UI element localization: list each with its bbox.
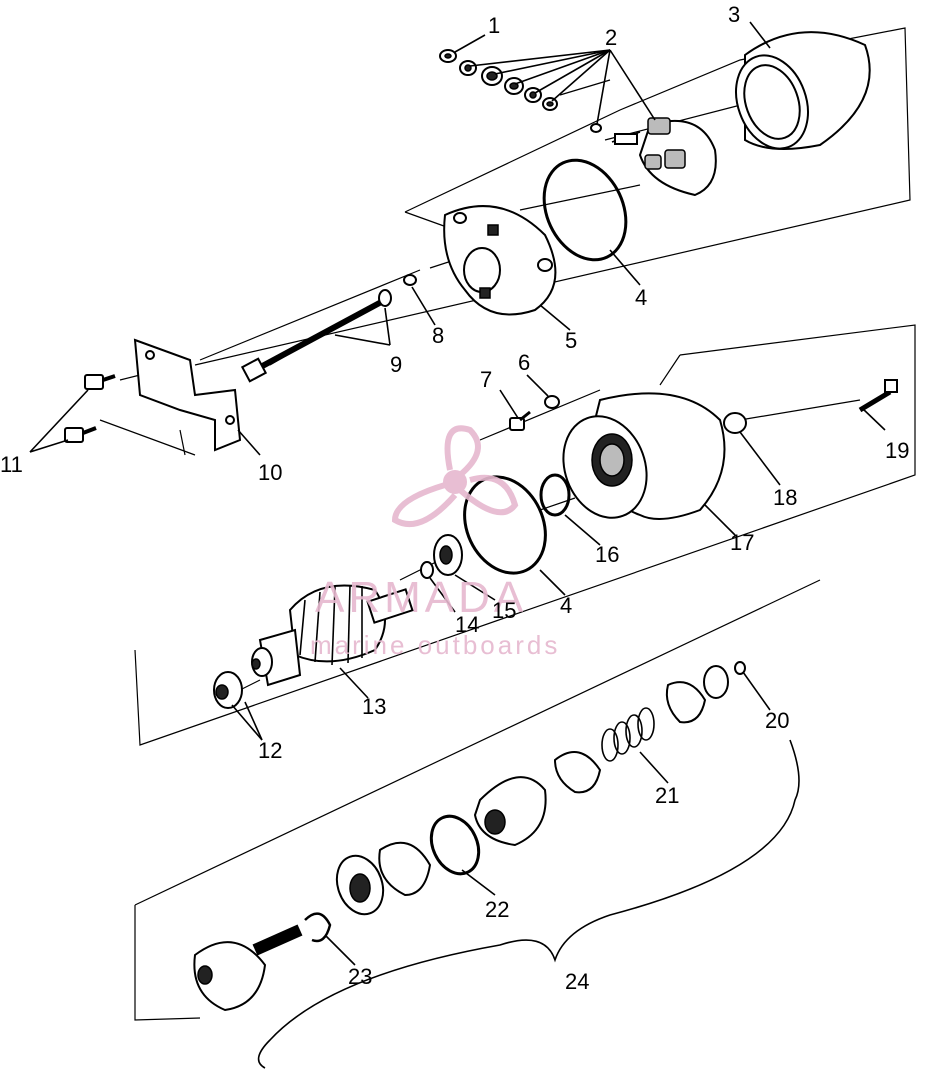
part-7-screw: [509, 410, 531, 431]
callout-21: 21: [655, 783, 679, 808]
armature: [251, 584, 414, 687]
nuts-washers: [439, 49, 602, 133]
callout-labels: 1 2 3 4 4 5 6 7 8 9 10 11 12 13 14 15 16…: [0, 2, 909, 994]
callout-24: 24: [565, 969, 589, 994]
part-19-bolt: [858, 379, 898, 413]
callout-19: 19: [885, 438, 909, 463]
callout-11: 11: [0, 452, 23, 477]
callout-3: 3: [728, 2, 740, 27]
callout-23: 23: [348, 964, 372, 989]
callout-22: 22: [485, 897, 509, 922]
part-6-nut: [544, 395, 560, 409]
callout-2: 2: [605, 25, 617, 50]
callout-14: 14: [455, 612, 479, 637]
o-ring-small: [539, 473, 571, 517]
leader-lines: [29, 21, 886, 966]
callout-18: 18: [773, 485, 797, 510]
callout-7: 7: [480, 367, 492, 392]
propeller-logo-icon: [391, 425, 519, 527]
bracket-bolts: [64, 374, 116, 443]
axis-lines: [199, 79, 861, 691]
spring-coil: [601, 707, 655, 762]
callout-13: 13: [362, 694, 386, 719]
part-18-washer: [723, 412, 747, 434]
watermark: ARMADA marine outboards: [310, 425, 560, 660]
bearing: [433, 534, 463, 576]
end-cover: [443, 205, 557, 316]
callout-8: 8: [432, 323, 444, 348]
lower-assembly: [193, 661, 746, 1012]
callout-5: 5: [565, 328, 577, 353]
callout-4-lower: 4: [560, 593, 572, 618]
callout-16: 16: [595, 542, 619, 567]
callout-17: 17: [730, 530, 754, 555]
front-housing: [562, 392, 726, 520]
callout-9: 9: [390, 352, 402, 377]
callout-4-upper: 4: [635, 285, 647, 310]
armature-end-bearing: [213, 671, 243, 709]
assembly-frames: [99, 27, 916, 1069]
callout-20: 20: [765, 708, 789, 733]
part-14-washer: [420, 561, 434, 579]
callout-15: 15: [492, 598, 516, 623]
watermark-tagline: marine outboards: [310, 630, 560, 660]
callout-12: 12: [258, 738, 282, 763]
o-ring-upper: [542, 158, 628, 262]
watermark-brand: ARMADA: [315, 573, 527, 622]
yoke-housing: [735, 31, 871, 150]
mounting-bracket: [133, 338, 242, 452]
small-washer: [403, 274, 417, 286]
callout-6: 6: [518, 350, 530, 375]
callout-10: 10: [258, 460, 282, 485]
callout-1: 1: [488, 13, 500, 38]
brush-holder: [611, 117, 717, 197]
through-bolt: [240, 289, 392, 383]
